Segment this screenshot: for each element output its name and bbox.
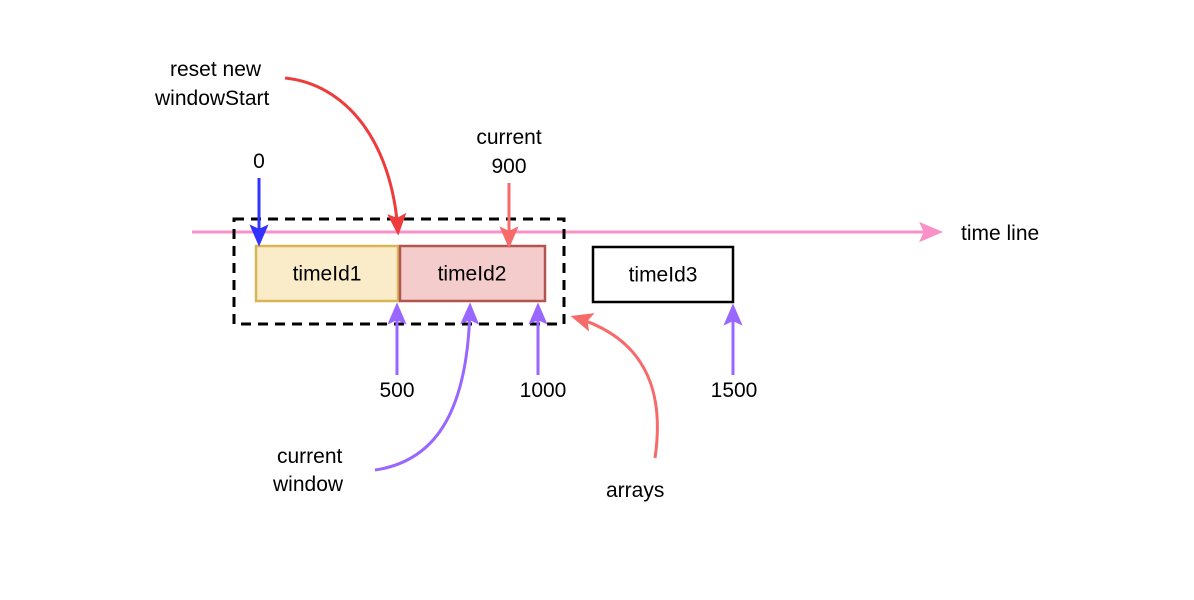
current-window-label-line2: window — [272, 473, 344, 496]
bucket-timeId3[interactable]: timeId3 — [591, 245, 735, 304]
time-line-label: time line — [961, 222, 1039, 245]
bucket-timeId2[interactable]: timeId2 — [398, 244, 547, 303]
arrays-annotation: arrays — [570, 313, 664, 502]
marker-500-label: 500 — [379, 379, 414, 402]
bucket-timeId1-rect[interactable] — [254, 244, 400, 303]
marker-500: 500 — [379, 302, 415, 402]
marker-1000: 1000 — [520, 302, 567, 402]
reset-window-start-annotation: reset new windowStart — [154, 58, 407, 236]
current-window-curved-arrow — [374, 302, 480, 472]
arrays-curved-arrow — [570, 313, 659, 459]
marker-current-900: current 900 — [476, 126, 542, 249]
bucket-timeId1[interactable]: timeId1 — [254, 244, 400, 303]
current-window-label-line1: current — [277, 445, 343, 468]
current-label-line1: current — [476, 126, 542, 149]
bucket-timeId3-label: timeId3 — [629, 264, 698, 287]
bucket-timeId2-label: timeId2 — [438, 263, 507, 286]
bucket-timeId1-label: timeId1 — [293, 263, 362, 286]
current-window-annotation: current window — [272, 302, 480, 496]
marker-1500-label: 1500 — [711, 379, 758, 402]
marker-0: 0 — [249, 150, 269, 247]
bucket-timeId2-rect[interactable] — [398, 244, 547, 303]
current-label-line2: 900 — [491, 155, 526, 178]
time-line-group: time line — [192, 221, 1039, 245]
arrays-label: arrays — [606, 479, 664, 502]
marker-0-label: 0 — [253, 150, 265, 173]
bucket-timeId3-rect[interactable] — [591, 245, 735, 304]
reset-windowstart-curved-arrow — [284, 76, 407, 236]
reset-windowstart-label-line2: windowStart — [154, 87, 270, 110]
reset-windowstart-label-line1: reset new — [170, 58, 262, 81]
marker-1000-label: 1000 — [520, 379, 567, 402]
marker-1500: 1500 — [711, 303, 758, 402]
